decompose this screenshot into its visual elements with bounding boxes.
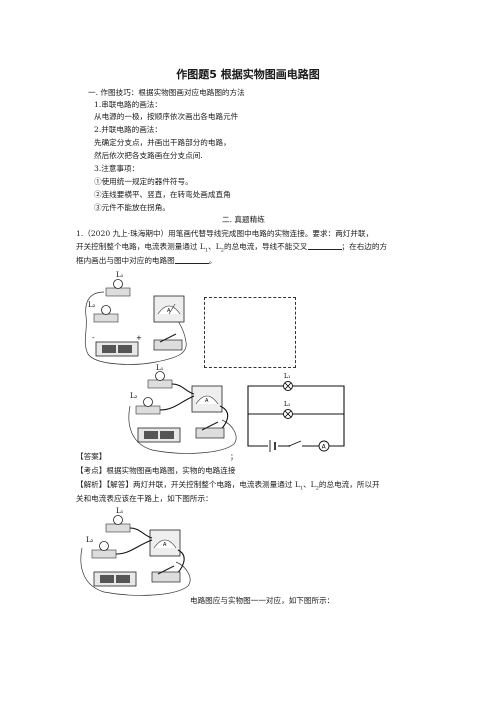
schematic-wires [247, 385, 345, 447]
lamp-l1 [147, 371, 173, 389]
question-text-part: 、L [208, 242, 221, 251]
ammeter-label: A [163, 542, 167, 548]
jiexi-text: 、L [303, 480, 316, 489]
lamp-l1 [105, 515, 131, 533]
method-item: 3.注意事项： [94, 164, 140, 173]
jiexi-line: 【解析】【解答】两灯并联，开关控制整个电路，电流表测量通过 L1、L2的总电流，… [76, 480, 380, 494]
label-l1: L₁ [156, 364, 164, 372]
schematic-battery [268, 440, 278, 452]
label-l2: L₂ [130, 392, 138, 400]
method-item: 然后依次把各支路画在分支点间. [94, 151, 203, 160]
wire [171, 383, 195, 395]
ammeter [191, 385, 223, 413]
answer-semicolon: ； [230, 452, 238, 461]
question-line: 框内画出与图中对应的电路图 。 [76, 256, 216, 266]
answer-label: 【答案】 [76, 452, 107, 461]
wire [159, 395, 195, 411]
switch [151, 565, 181, 583]
schematic-lamp-l2 [283, 409, 293, 419]
label-l2: L₂ [88, 301, 96, 309]
question-text-part: 框内画出与图中对应的电路图 [76, 256, 175, 265]
label-l1: L₁ [116, 271, 124, 279]
method-item: 1.串联电路的画法： [94, 100, 162, 109]
answer-box [204, 297, 296, 368]
schematic-label-l1: L₁ [284, 373, 290, 380]
label-l1: L₁ [116, 507, 124, 515]
ammeter [149, 529, 181, 557]
lamp-l2 [93, 305, 119, 323]
section-heading-1: 一. 作图技巧：根据实物图画对应电路图的方法 [88, 88, 245, 97]
section-heading-2: 二. 真题精练 [222, 215, 265, 224]
lamp-l2 [91, 541, 117, 559]
ammeter-label: A [205, 398, 209, 404]
physical-circuit-figure: L₁ L₂ A - + [84, 271, 187, 365]
jiexi-line: 关和电流表应该在干路上，如下图所示： [76, 494, 213, 503]
board-outline [80, 547, 191, 596]
battery-plus: + [136, 334, 142, 342]
board-outline [128, 405, 237, 454]
schematic-ammeter [318, 440, 330, 452]
method-item: 先确定分支点，并画出干路部分的电路， [94, 138, 231, 147]
explanation-physical-circuit: L₁ L₂ A [80, 507, 191, 596]
method-item: 2.并联电路的画法： [94, 125, 162, 134]
ammeter-label: A [167, 308, 171, 314]
schematic-lamp-l1 [283, 381, 293, 391]
battery-minus: - [92, 334, 95, 342]
answer-blank [307, 242, 342, 250]
lamp-l2 [135, 397, 161, 415]
subscript: 2 [220, 247, 224, 254]
subscript: 2 [315, 485, 319, 492]
page-title: 作图题5 根据实物图画电路图 [176, 68, 320, 81]
schematic-label-l2: L₂ [284, 401, 291, 408]
wire [129, 527, 153, 539]
schematic-switch [288, 440, 302, 450]
method-item: ①使用统一规定的器件符号。 [94, 177, 193, 186]
battery-pack [95, 341, 139, 357]
label-l2: L₂ [86, 536, 94, 544]
final-note: 电路图应与实物图一一对应，如下图所示： [190, 596, 335, 605]
jiexi-text: 【解析】【解答】两灯并联，开关控制整个电路，电流表测量通过 L [76, 480, 300, 489]
jiexi-text: 的总电流，所以开 [318, 480, 380, 489]
method-item: ②连线要横平、竖直，在转弯处画成直角 [94, 190, 231, 199]
question-text-part: ；在右边的方 [341, 242, 388, 251]
battery-pack [137, 427, 181, 443]
lamp-l1 [105, 279, 131, 297]
ammeter [153, 295, 185, 323]
subscript: 1 [204, 247, 209, 254]
question-text-part: 开关控制整个电路，电流表测量通过 L [76, 242, 205, 251]
question-line: 1.（2020 九上·珠海期中）用笔画代替导线完成图中电路的实物连接。要求：两灯… [76, 229, 374, 238]
method-item: 从电源的一极，按顺序依次画出各电路元件 [94, 112, 239, 121]
answer-schematic: L₁ L₂ A [247, 373, 345, 452]
board-outline [84, 291, 187, 365]
answer-blank [174, 256, 209, 264]
battery-pack [93, 571, 137, 587]
switch [153, 333, 183, 351]
method-item: ③元件不能放在拐角。 [94, 203, 170, 212]
wire [115, 539, 153, 555]
question-text-part: 的总电流，导线不能交叉 [223, 242, 308, 251]
subscript: 1 [299, 485, 304, 492]
kaodian: 【考点】根据实物图画电路图，实物的电路连接 [76, 466, 236, 475]
switch [195, 421, 225, 439]
answer-physical-circuit: L₁ L₂ A [128, 364, 237, 454]
question-line: 开关控制整个电路，电流表测量通过 L1、L2的总电流，导线不能交叉 ；在右边的方 [76, 242, 387, 256]
schematic-label-a: A [322, 444, 327, 451]
question-text-part: 。 [208, 256, 217, 265]
